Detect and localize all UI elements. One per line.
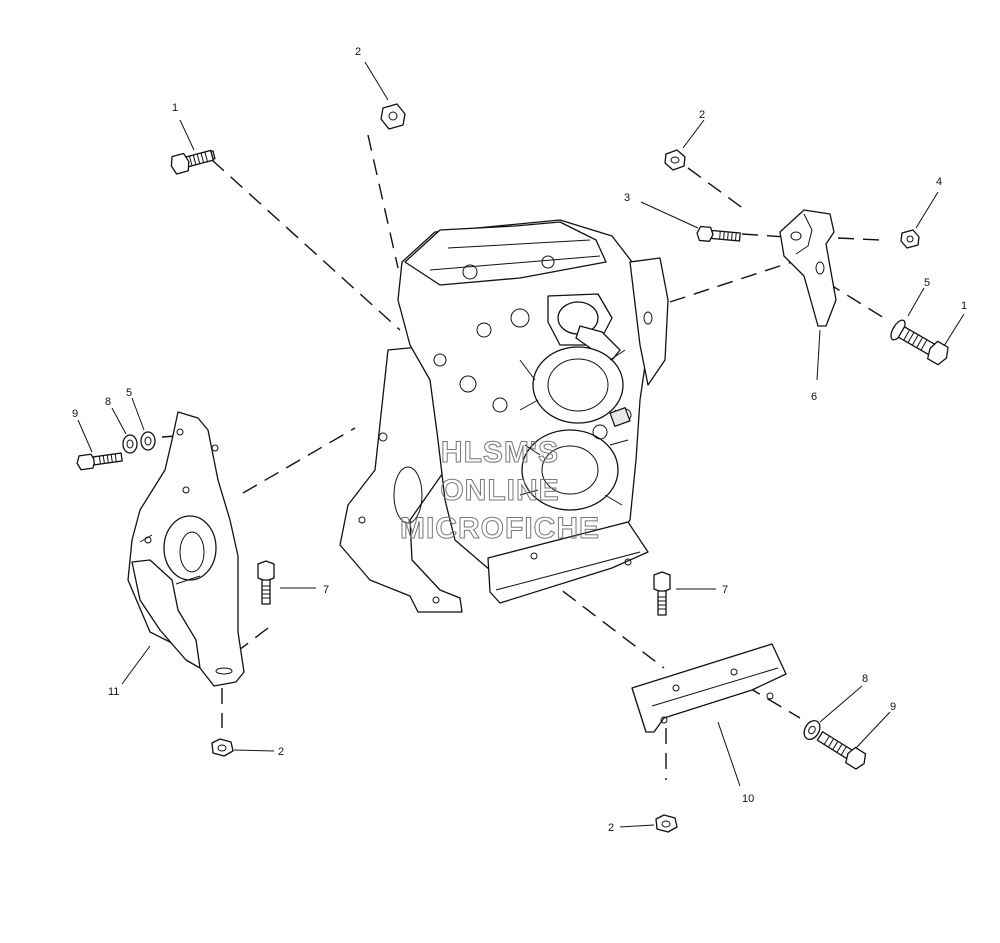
bolt-7-right — [653, 571, 671, 616]
callout-4: 4 — [936, 176, 942, 188]
watermark-line-2: ONLINE — [440, 474, 559, 507]
washer-8-left — [122, 434, 138, 454]
callout-1-right: 1 — [961, 300, 967, 312]
callout-2-lower-left: 2 — [278, 746, 284, 758]
callout-5-right: 5 — [924, 277, 930, 289]
bolt-9-right — [816, 731, 867, 770]
callout-6: 6 — [811, 391, 817, 403]
bracket-11 — [127, 411, 245, 687]
callout-9-right: 9 — [890, 701, 896, 713]
bolt-3 — [696, 225, 741, 242]
watermark-line-1: HLSM'S — [441, 436, 559, 469]
leader-lines — [77, 61, 965, 828]
bolt-9-left — [76, 452, 123, 471]
callout-7-right: 7 — [722, 584, 728, 596]
bolt-7-left — [257, 560, 275, 605]
washer-8-right — [803, 720, 821, 740]
bracket-10 — [631, 643, 787, 733]
bolt-1-left — [170, 149, 216, 175]
callout-10: 10 — [742, 793, 754, 805]
callout-2-upper-right: 2 — [699, 109, 705, 121]
callout-7-left: 7 — [323, 584, 329, 596]
bolt-1-right — [890, 319, 949, 366]
callout-1-upper-left: 1 — [172, 102, 178, 114]
callout-2-bottom: 2 — [608, 822, 614, 834]
nut-4 — [900, 229, 920, 249]
callout-5-left: 5 — [126, 387, 132, 399]
nut-2-top — [380, 103, 406, 130]
callout-3: 3 — [624, 192, 630, 204]
watermark-line-3: MICROFICHE — [400, 512, 600, 545]
bracket-6 — [779, 209, 837, 327]
nut-2-lower-left — [211, 738, 234, 757]
watermark: HLSM'S ONLINE MICROFICHE — [400, 436, 600, 546]
callout-8-left: 8 — [105, 396, 111, 408]
transmission-housing — [339, 219, 669, 613]
callout-11: 11 — [108, 686, 119, 698]
callouts: 1 2 2 3 4 5 1 6 9 8 5 7 7 11 2 8 9 10 2 — [72, 46, 967, 834]
assembly-lines — [161, 134, 885, 780]
nut-2-bottom — [655, 814, 678, 833]
callout-8-right: 8 — [862, 673, 868, 685]
callout-9-left: 9 — [72, 408, 78, 420]
washer-5-left — [140, 431, 156, 451]
nut-2-upper-right — [664, 149, 686, 171]
callout-2-top: 2 — [355, 46, 361, 58]
